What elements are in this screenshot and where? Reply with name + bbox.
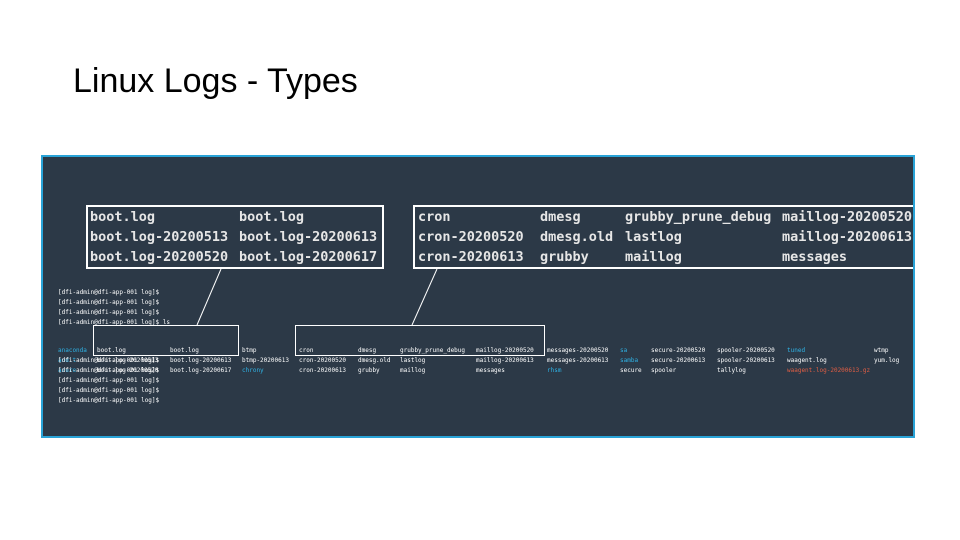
callout-connector-lines bbox=[196, 268, 438, 326]
listing-col-9: messages-20200520 messages-20200613 rhsm bbox=[547, 326, 608, 396]
listing-col-14: wtmp yum.log bbox=[874, 326, 899, 386]
file-entry: spooler-20200613 bbox=[717, 357, 775, 364]
file-entry: secure-20200613 bbox=[651, 357, 706, 364]
highlight-system-logs bbox=[295, 325, 545, 356]
highlight-boot-logs bbox=[93, 325, 239, 356]
dir-entry: rhsm bbox=[547, 367, 562, 374]
prompt-line: [dfi-admin@dfi-app-001 log]$ bbox=[58, 299, 160, 306]
file-entry: maillog bbox=[400, 367, 426, 374]
file-entry: boot.log-20200513 bbox=[97, 357, 159, 364]
listing-col-6: dmesg dmesg.old grubby bbox=[358, 326, 391, 396]
file-entry: maillog-20200520 bbox=[476, 347, 534, 354]
terminal-screenshot: boot.log boot.log boot.log-20200513 boot… bbox=[41, 155, 915, 438]
zoom-right-r3-c2: grubby bbox=[540, 249, 589, 265]
dir-entry: azure bbox=[58, 367, 77, 374]
file-entry: yum.log bbox=[874, 357, 900, 364]
file-entry: messages-20200520 bbox=[547, 347, 609, 354]
file-entry: dmesg bbox=[358, 347, 377, 354]
file-entry: wtmp bbox=[874, 347, 889, 354]
listing-col-10: sa samba secure bbox=[620, 326, 642, 396]
dir-entry: anaconda bbox=[58, 347, 87, 354]
connector-line-right bbox=[411, 268, 438, 326]
connector-line-left bbox=[196, 268, 222, 326]
dir-entry: tuned bbox=[787, 347, 806, 354]
zoom-left-row-3: boot.log-20200520 bbox=[90, 249, 229, 265]
file-entry: cron-20200520 bbox=[299, 357, 346, 364]
zoom-right-r2-c3: lastlog bbox=[625, 229, 682, 245]
file-entry: grubby_prune_debug bbox=[400, 347, 466, 354]
zoom-right-r3-c4: messages bbox=[782, 249, 848, 265]
zoom-right-r1-c1: cron bbox=[418, 209, 451, 225]
file-entry: tallylog bbox=[717, 367, 746, 374]
file-entry: waagent.log bbox=[787, 357, 827, 364]
file-entry: secure bbox=[620, 367, 642, 374]
zoom-left-row-2: boot.log-20200513 bbox=[90, 229, 229, 245]
listing-col-4: btmp btmp-20200613 chrony bbox=[242, 326, 289, 396]
listing-col-5: cron cron-20200520 cron-20200613 bbox=[299, 326, 346, 396]
zoom-right-r1-c2: dmesg bbox=[540, 209, 581, 225]
file-entry: secure-20200520 bbox=[651, 347, 706, 354]
listing-col-3: boot.log boot.log-20200613 boot.log-202006… bbox=[170, 326, 231, 396]
listing-col-2: boot.log boot.log-20200513 boot.log-202005… bbox=[97, 326, 158, 396]
prompt-line: [dfi-admin@dfi-app-001 log]$ bbox=[58, 367, 160, 374]
zoom-right-r1-c4: maillog-20200520 bbox=[782, 209, 913, 225]
file-entry: cron bbox=[299, 347, 314, 354]
zoom-right-r2-c2: dmesg.old bbox=[540, 229, 614, 245]
file-entry: cron-20200613 bbox=[299, 367, 346, 374]
prompt-line: [dfi-admin@dfi-app-001 log]$ bbox=[58, 387, 160, 394]
listing-col-1: anaconda audit azure bbox=[58, 326, 87, 396]
zoom-left-row-2-col2: boot.log-20200613 bbox=[239, 229, 378, 245]
file-entry: btmp bbox=[242, 347, 257, 354]
file-entry: messages-20200613 bbox=[547, 357, 609, 364]
prompt-line: [dfi-admin@dfi-app-001 log]$ bbox=[58, 289, 160, 296]
file-entry: spooler bbox=[651, 367, 677, 374]
file-entry: boot.log-20200613 bbox=[170, 357, 232, 364]
file-entry: btmp-20200613 bbox=[242, 357, 289, 364]
file-entry: boot.log-20200617 bbox=[170, 367, 232, 374]
archive-entry: waagent.log-20200613.gz bbox=[787, 367, 871, 374]
listing-col-12: spooler-20200520 spooler-20200613 tallylog bbox=[717, 326, 775, 396]
prompt-line: [dfi-admin@dfi-app-001 log]$ bbox=[58, 309, 160, 316]
zoom-left-row-3-col2: boot.log-20200617 bbox=[239, 249, 378, 265]
dir-entry: samba bbox=[620, 357, 639, 364]
dir-entry: audit bbox=[58, 357, 77, 364]
listing-col-8: maillog-20200520 maillog-20200613 messages bbox=[476, 326, 534, 396]
zoom-box-system-logs bbox=[413, 205, 913, 269]
zoom-right-r3-c3: maillog bbox=[625, 249, 682, 265]
file-entry: grubby bbox=[358, 367, 380, 374]
file-entry: maillog-20200613 bbox=[476, 357, 534, 364]
zoom-right-r2-c4: maillog-20200613 bbox=[782, 229, 913, 245]
file-entry: messages bbox=[476, 367, 505, 374]
file-entry: dmesg.old bbox=[358, 357, 391, 364]
dir-entry: chrony bbox=[242, 367, 264, 374]
file-entry: boot.log-20200520 bbox=[97, 367, 159, 374]
zoom-left-row-1: boot.log bbox=[90, 209, 156, 225]
file-entry: lastlog bbox=[400, 357, 426, 364]
dir-entry: sa bbox=[620, 347, 628, 354]
prompt-line-ls: [dfi-admin@dfi-app-001 log]$ ls bbox=[58, 319, 170, 326]
file-entry: boot.log bbox=[97, 347, 126, 354]
prompt-line: [dfi-admin@dfi-app-001 log]$ bbox=[58, 357, 160, 364]
listing-col-13: tuned waagent.log waagent.log-20200613.gz bbox=[787, 326, 870, 396]
prompt-line: [dfi-admin@dfi-app-001 log]$ bbox=[58, 397, 160, 404]
prompt-line: [dfi-admin@dfi-app-001 log]$ bbox=[58, 377, 160, 384]
zoom-right-r3-c1: cron-20200613 bbox=[418, 249, 524, 265]
file-entry: spooler-20200520 bbox=[717, 347, 775, 354]
zoom-box-boot-logs bbox=[86, 205, 384, 269]
slide-title: Linux Logs - Types bbox=[73, 62, 358, 100]
zoom-right-r2-c1: cron-20200520 bbox=[418, 229, 524, 245]
file-entry: boot.log bbox=[170, 347, 199, 354]
listing-col-11: secure-20200520 secure-20200613 spooler bbox=[651, 326, 705, 396]
zoom-right-r1-c3: grubby_prune_debug bbox=[625, 209, 772, 225]
zoom-left-row-1-col2: boot.log bbox=[239, 209, 305, 225]
